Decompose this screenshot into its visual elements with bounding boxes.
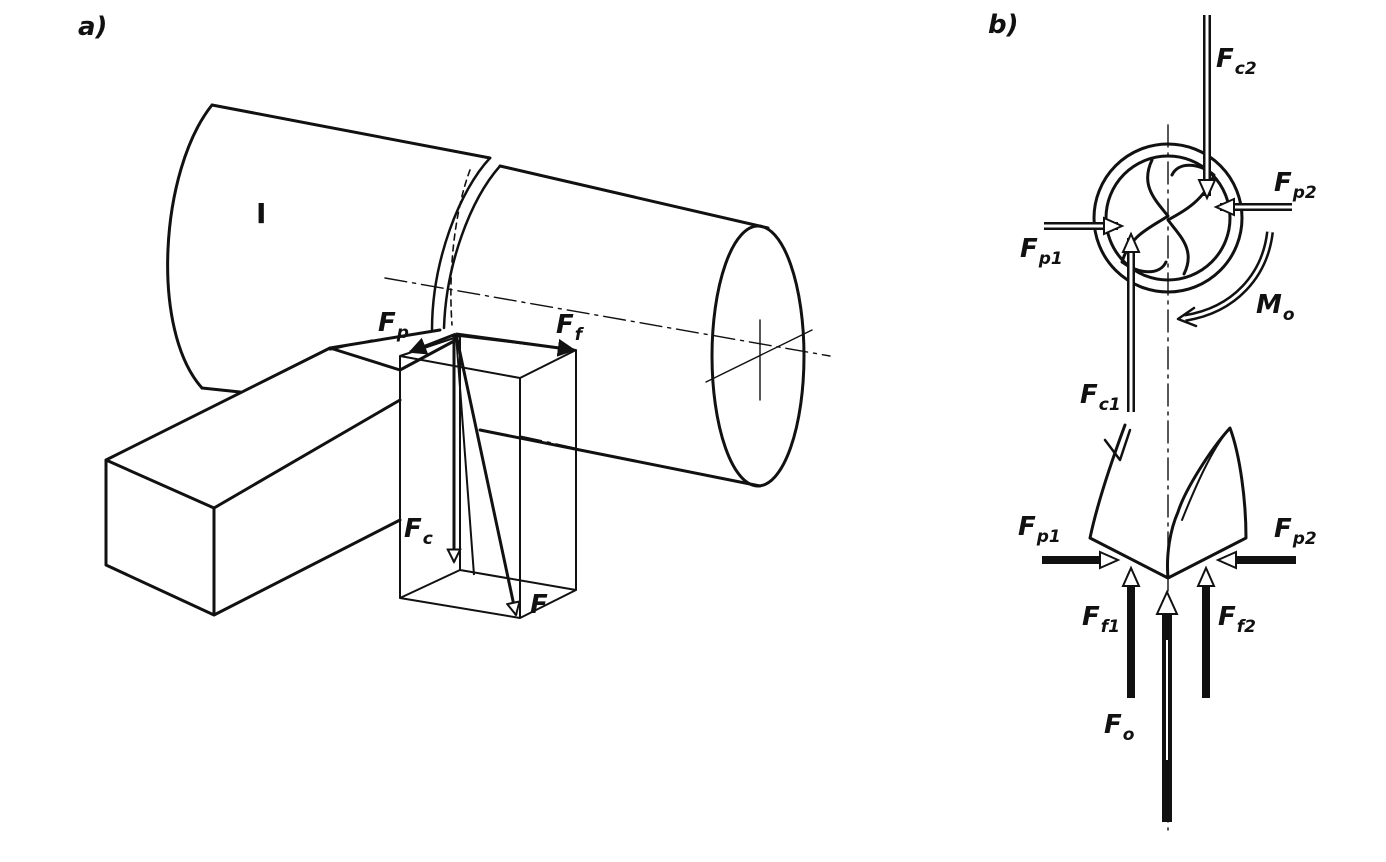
force-ff-arrow xyxy=(455,332,576,357)
workpiece-large-cylinder xyxy=(166,103,492,390)
force-box xyxy=(399,335,577,619)
drill-tip xyxy=(1088,423,1248,580)
panel-a-label: a) xyxy=(78,12,108,42)
workpiece-groove xyxy=(430,156,502,332)
force-fp-arrow xyxy=(408,332,457,355)
label-force-fp1-bottom: Fp1 xyxy=(1018,512,1061,547)
panel-a-force-arrows xyxy=(408,332,576,615)
label-force-f: F xyxy=(530,590,548,620)
workpiece-small-cylinder xyxy=(478,164,770,488)
label-force-fo: Fo xyxy=(1104,710,1135,745)
label-force-fc2: Fc2 xyxy=(1216,44,1257,79)
workpiece-mark: I xyxy=(256,197,267,230)
label-force-fp: Fp xyxy=(378,308,409,343)
panel-a-drawing xyxy=(104,103,831,619)
workpiece-end-face xyxy=(710,224,806,488)
label-force-ff: Ff xyxy=(556,310,583,345)
label-force-fp1-top: Fp1 xyxy=(1020,234,1063,269)
label-force-fc: Fc xyxy=(404,514,433,549)
label-force-fp2-bottom: Fp2 xyxy=(1274,514,1317,549)
workpiece-axis xyxy=(329,277,831,449)
label-force-fp2-top: Fp2 xyxy=(1274,168,1317,203)
panel-b-force-arrows xyxy=(1042,15,1296,822)
force-f-arrow xyxy=(454,333,516,615)
label-force-fc1: Fc1 xyxy=(1080,380,1121,415)
label-moment-mo: Mo xyxy=(1256,290,1295,325)
label-force-ff2: Ff2 xyxy=(1218,602,1256,637)
label-force-ff1: Ff1 xyxy=(1082,602,1120,637)
drill-flute-right xyxy=(1166,163,1216,276)
panel-b-drawing xyxy=(1088,124,1274,831)
tool-shank xyxy=(104,346,402,617)
panel-b-label: b) xyxy=(988,10,1019,40)
drill-flute-left xyxy=(1120,158,1170,274)
